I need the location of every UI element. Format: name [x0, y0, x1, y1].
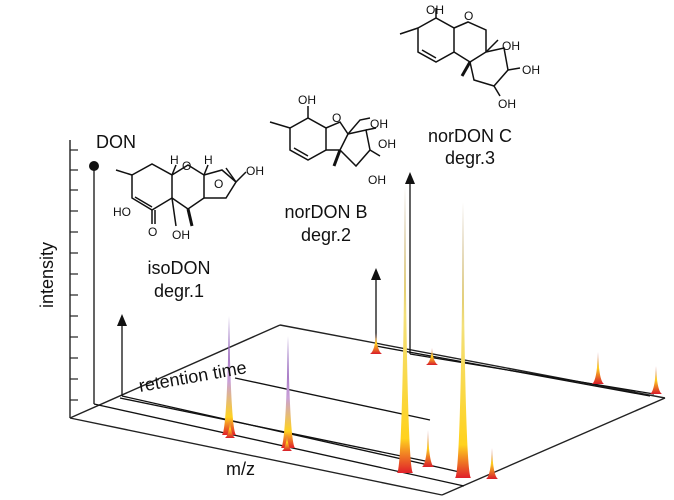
arrow-heads	[117, 172, 415, 326]
svg-text:O: O	[182, 159, 191, 173]
structure-isodon	[115, 163, 247, 227]
svg-text:OH: OH	[298, 93, 316, 107]
compound-isodon-label: isoDON	[147, 258, 210, 278]
svg-text:O: O	[332, 111, 341, 125]
peak-small-6	[486, 448, 498, 479]
x-axis-label: m/z	[226, 459, 255, 479]
peak-small-4	[650, 366, 662, 394]
peak-nordon-c-main	[455, 202, 471, 478]
peak-isodon-1	[222, 316, 236, 435]
svg-text:OH: OH	[172, 228, 190, 242]
svg-text:OH: OH	[246, 164, 264, 178]
peaks	[222, 186, 662, 479]
don-marker-dot	[89, 161, 99, 171]
compound-nordon-c-degradation: degr.3	[445, 148, 495, 168]
svg-text:OH: OH	[426, 3, 444, 17]
peak-small-1	[370, 333, 382, 354]
peak-small-3	[592, 352, 604, 384]
structure-isodon-atoms: H O H O OH HO O OH	[113, 153, 264, 242]
x-axis-line	[69, 417, 443, 496]
svg-text:H: H	[170, 153, 179, 167]
svg-text:OH: OH	[370, 117, 388, 131]
structure-nordon-b	[269, 106, 381, 168]
peak-isodon-2	[281, 336, 295, 448]
svg-text:O: O	[214, 177, 223, 191]
svg-text:OH: OH	[368, 173, 386, 187]
compound-nordon-c-label: norDON C	[428, 126, 512, 146]
peak-small-8	[282, 434, 292, 451]
peak-small-7	[225, 420, 235, 438]
compound-don-label: DON	[96, 132, 136, 152]
svg-text:OH: OH	[522, 63, 540, 77]
y-axis-label: intensity	[37, 242, 57, 308]
trace-lines	[93, 166, 655, 487]
structure-nordon-c	[399, 8, 521, 97]
svg-text:H: H	[204, 153, 213, 167]
svg-text:OH: OH	[378, 137, 396, 151]
peak-small-5	[422, 430, 434, 467]
peak-nordon-b-main	[397, 186, 413, 473]
svg-text:OH: OH	[502, 39, 520, 53]
svg-text:HO: HO	[113, 205, 131, 219]
compound-nordon-b-label: norDON B	[284, 202, 367, 222]
svg-text:OH: OH	[498, 97, 516, 111]
axis-frame	[69, 140, 666, 496]
structure-nordon-c-atoms: OH O OH OH OH	[426, 3, 540, 111]
y-axis-ticks	[70, 149, 78, 401]
svg-text:O: O	[148, 225, 157, 239]
compound-isodon-degradation: degr.1	[154, 281, 204, 301]
svg-text:O: O	[464, 9, 473, 23]
compound-nordon-b-degradation: degr.2	[301, 225, 351, 245]
structure-nordon-b-atoms: OH O OH OH OH	[298, 93, 396, 187]
peak-small-2	[426, 348, 438, 365]
